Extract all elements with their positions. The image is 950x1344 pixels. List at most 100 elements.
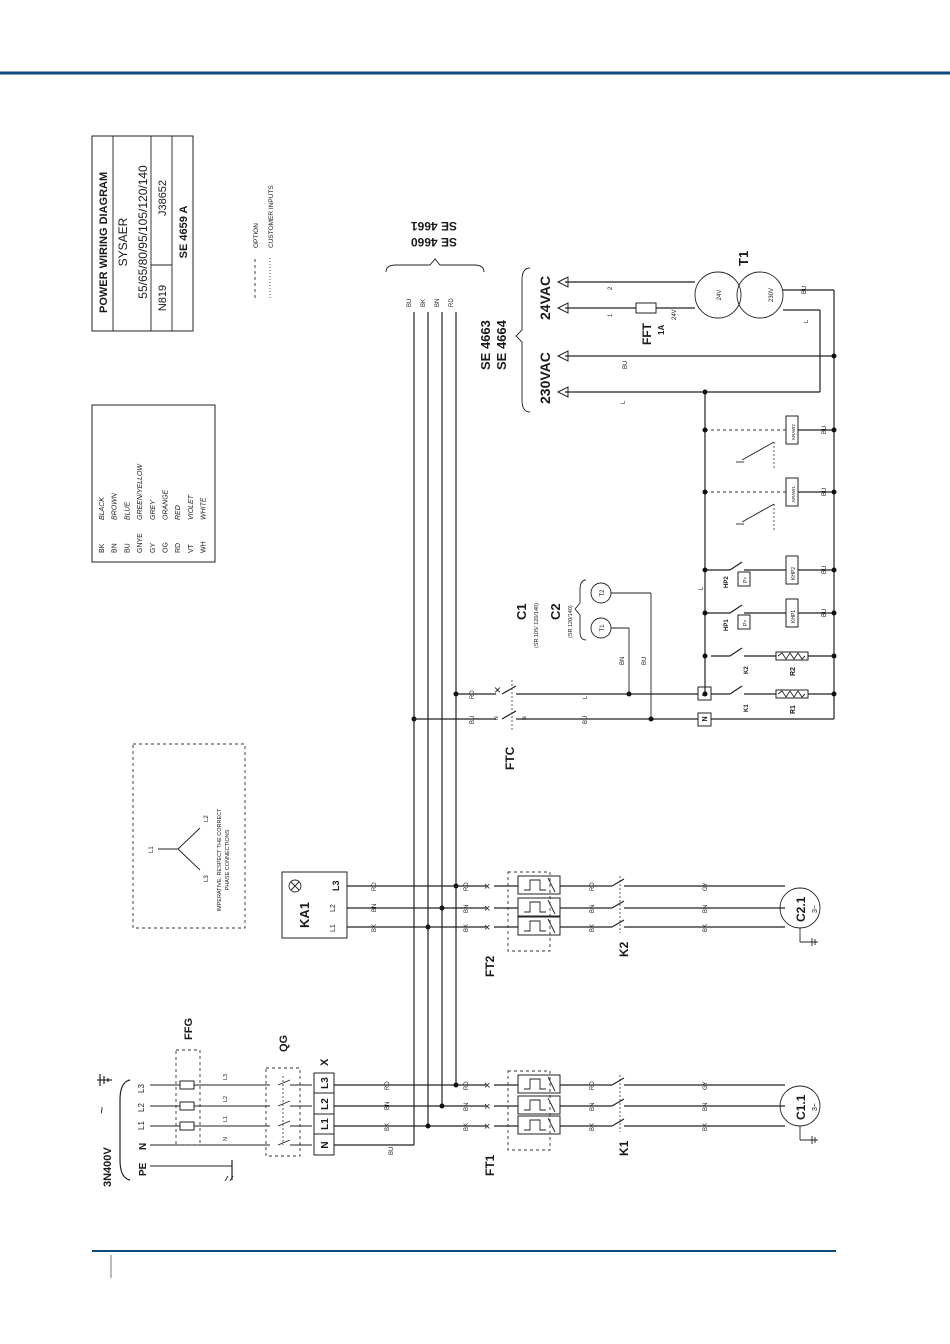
ka1-phase-relay: KA1 L3 L2 L1 RD BN BK [281, 871, 486, 939]
legend-code: GNYE [137, 533, 144, 553]
diagram-title: POWER WIRING DIAGRAM [98, 172, 110, 313]
rail-bk-label: BK [385, 1123, 391, 1131]
t1-bu: BU [802, 286, 808, 294]
ft-in-wire-label: RD [464, 1081, 470, 1090]
star-l2: L2 [204, 815, 210, 822]
c1-note: (SR 105/ 120/140) [534, 603, 540, 648]
motor-wire-label: GY [703, 882, 709, 891]
color-legend: BKBLACKBNBROWNBUBLUEGNYEGREEN/YELLOWGYGR… [91, 404, 216, 563]
x-term-l1: L1 [320, 1118, 331, 1130]
legend-name: RED [175, 505, 182, 520]
k-in-wire-label: RD [590, 1081, 596, 1090]
ladder-bu-label: BU [822, 426, 828, 434]
model-list: 55/65/80/95/105/120/140 [136, 165, 150, 299]
voltage-24vac: 24VAC [537, 276, 553, 320]
ftc-label: FTC [503, 746, 517, 770]
pressure-symbol: P> [743, 620, 749, 626]
ladder-r-label: R1 [790, 705, 797, 714]
legend-code: OG [163, 542, 170, 553]
out-230-l: L [621, 400, 627, 404]
ffg-l2: L2 [223, 1096, 229, 1102]
svg-text:×: × [494, 683, 501, 697]
main-wire-labels: RD BN BK [385, 1081, 391, 1131]
motor-wire-label: GY [703, 1081, 709, 1090]
ladder-bu-label: BU [822, 488, 828, 496]
c1-c2-sensors: T1 T2 C1 (SR 105/ 120/140) C2 (SR 120/14… [514, 579, 652, 719]
fft-rating: 1A [657, 325, 666, 335]
legend-code: RD [175, 543, 182, 553]
ft-in-wire-label: BK [464, 1123, 470, 1131]
c11-phase: 3~ [812, 1103, 819, 1111]
pressure-switch [737, 614, 751, 630]
x-terminal-block: L3 L2 L1 N X [313, 1058, 335, 1156]
legend-name: BROWN [112, 492, 119, 520]
legend-code: WH [201, 541, 208, 553]
thermal-relay-element [517, 897, 561, 917]
fft-fuse [635, 302, 657, 314]
motor-wire-label: BN [703, 905, 709, 913]
supply-l1: L1 [137, 1121, 146, 1130]
ftc-n1: N [494, 716, 500, 720]
c2-label: C2 [548, 603, 563, 620]
legend-code: GY [150, 543, 157, 553]
supply-l3: L3 [137, 1084, 146, 1093]
legend-code: VT [188, 543, 195, 553]
line-type-legend: OPTION CUSTOMER INPUTS [253, 185, 275, 298]
ffg-label: FFG [183, 1018, 195, 1040]
ref-se4664: SE 4664 [494, 319, 509, 370]
star-l3: L3 [204, 875, 210, 882]
ka1-wire-rd: RD [372, 882, 378, 891]
product-name: SYSAER [116, 217, 130, 266]
c21-label: C2.1 [794, 896, 808, 922]
ka1-l2: L2 [330, 904, 337, 912]
legend-name: BLUE [124, 501, 131, 520]
c21-phase: 3~ [812, 905, 819, 913]
ffg-n: N [223, 1137, 229, 1141]
ka1-l1: L1 [330, 924, 337, 932]
legend-option: OPTION [253, 223, 260, 248]
phase-star-note: L1 L2 L3 IMPERATIVE: RESPECT THE CORRECT… [132, 743, 246, 929]
x-label: X [319, 1058, 331, 1066]
ladder-hp-label: HP2 [724, 576, 730, 588]
thermal-relay-element [517, 1115, 561, 1135]
legend-name: ORANGE [163, 489, 170, 520]
ref-se4663: SE 4663 [478, 320, 493, 370]
coil-label: KHP2 [791, 567, 797, 580]
out-1: 1 [608, 313, 614, 317]
ka1-label: KA1 [297, 902, 312, 928]
t1-230v: 230V [769, 288, 775, 302]
supply-tilde: ~ [94, 1106, 109, 1114]
ffg-fuses: FFG L3 L2 L1 N [175, 1018, 229, 1146]
legend-name: BLACK [99, 497, 106, 520]
legend-code: BK [99, 543, 106, 553]
sensor-t1: T1 [600, 624, 606, 632]
cross-mark: × [484, 1121, 490, 1133]
cross-mark: × [484, 922, 490, 934]
bus-bk: BK [421, 299, 427, 307]
ctrl-l-label: L [583, 695, 589, 699]
ka1-wire-bk: BK [372, 924, 378, 932]
qg-label: QG [278, 1035, 290, 1052]
k-label: K2 [617, 941, 631, 957]
coil-label: KHP1 [791, 610, 797, 623]
voltage-230vac: 230VAC [537, 352, 553, 404]
bus-bu-bottom: BU [389, 1147, 395, 1155]
supply-voltage: 3N400V [102, 1147, 114, 1187]
cross-mark: × [484, 1101, 490, 1113]
sensor-t2: T2 [600, 589, 606, 597]
code-left: N819 [157, 285, 169, 311]
motor-wire-label: BK [703, 924, 709, 932]
legend-name: WHITE [201, 497, 208, 520]
ft-label: FT1 [483, 1154, 497, 1176]
ref-se4660: SE 4660 [411, 235, 457, 249]
title-block: POWER WIRING DIAGRAM SYSAER 55/65/80/95/… [91, 135, 194, 332]
drawing-ref: SE 4659 A [178, 206, 190, 259]
qg-main-switch: QG [265, 1035, 312, 1157]
bus-bu: BU [407, 299, 413, 307]
ladder-k-label: K1 [744, 704, 750, 712]
ftc-n2: N [522, 716, 528, 720]
mains-supply: 3N400V ~ PE N L1 L2 L3 [94, 1074, 270, 1187]
star-l1: L1 [149, 846, 155, 853]
